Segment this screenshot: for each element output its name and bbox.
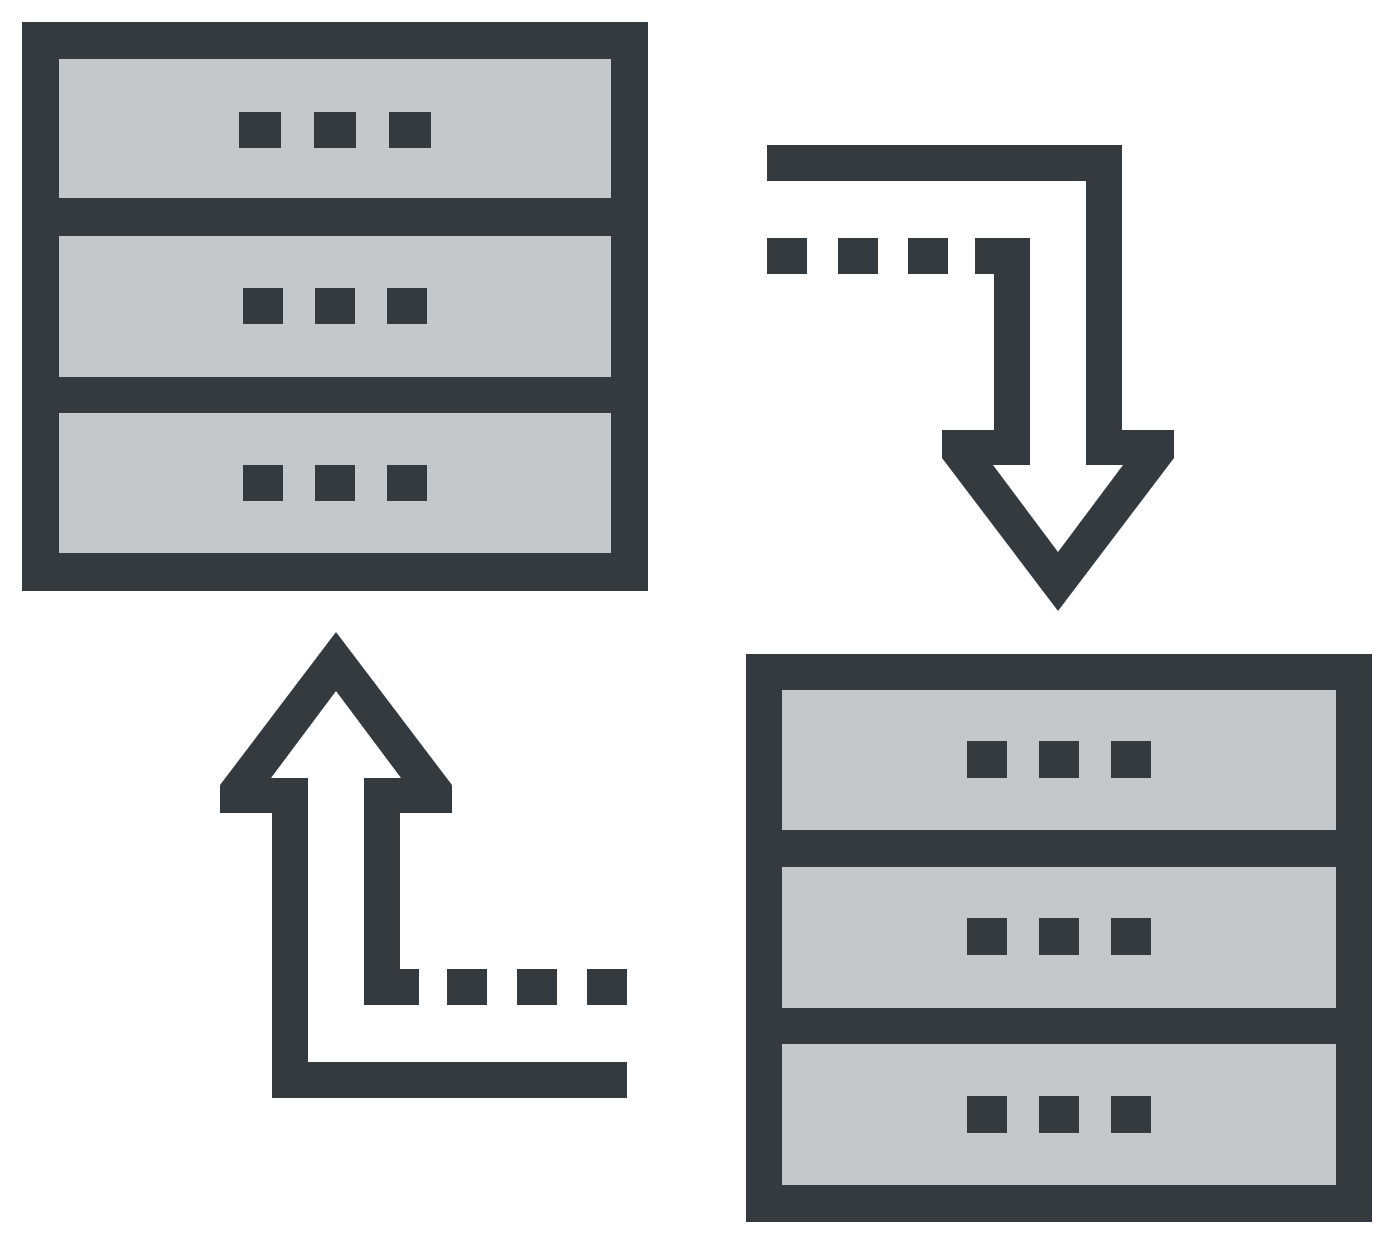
status-light [315,288,355,324]
status-light [1111,741,1151,778]
server-bottom-right [746,654,1372,1222]
status-light [243,288,283,324]
data-dash [908,238,948,274]
server-top-left [22,22,648,591]
data-dash [587,969,627,1005]
arrow-down-outline [767,145,1174,611]
status-light [967,741,1007,778]
data-dash [838,238,878,274]
data-dash [517,969,557,1005]
data-dash [447,969,487,1005]
status-light [389,112,431,148]
status-light [1111,1096,1151,1133]
status-light [314,112,356,148]
status-light [239,112,281,148]
arrow-up-outline [220,632,627,1098]
status-light [387,288,427,324]
status-light [1111,918,1151,955]
status-light [1039,741,1079,778]
arrow-down-icon [767,145,1174,611]
status-light [243,465,283,501]
status-light [967,1096,1007,1133]
arrow-up-icon [220,632,627,1098]
status-light [1039,1096,1079,1133]
status-light [1039,918,1079,955]
status-light [315,465,355,501]
data-dash [767,238,807,274]
status-light [967,918,1007,955]
status-light [387,465,427,501]
